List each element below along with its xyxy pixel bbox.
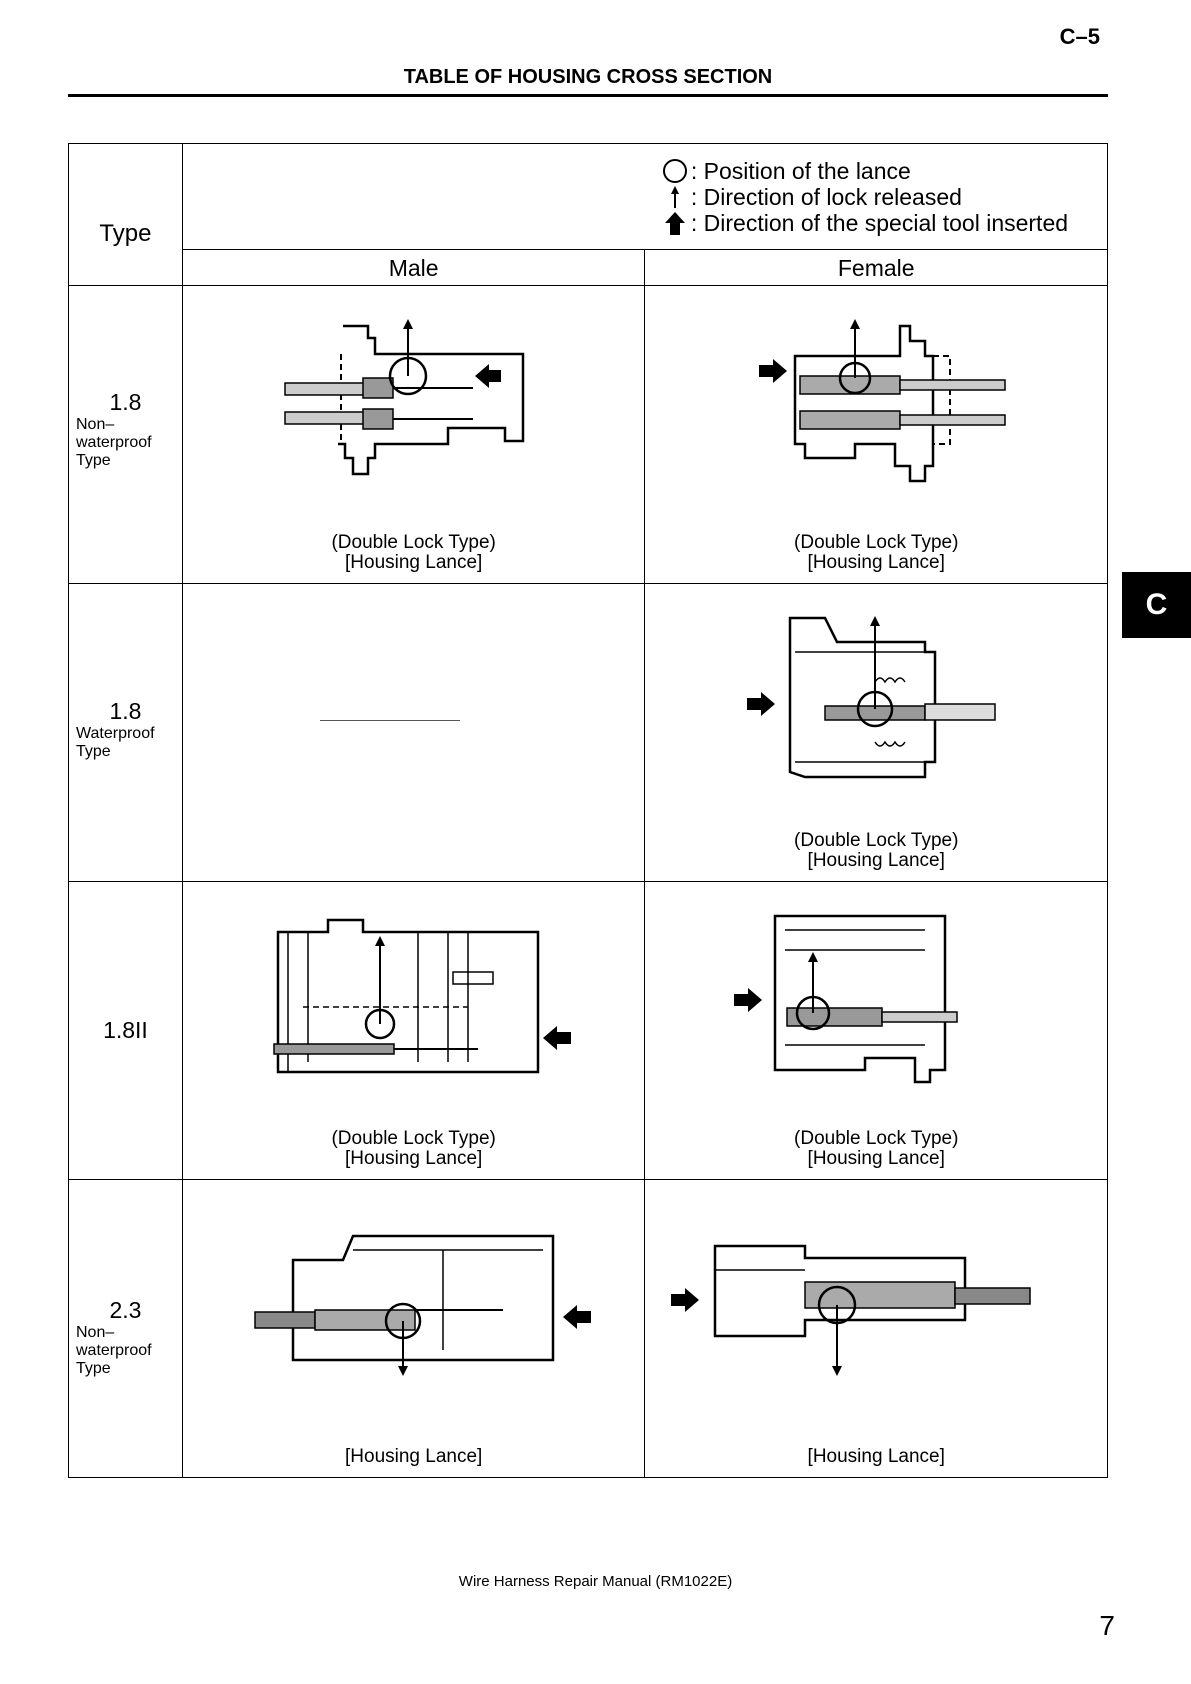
caption-line: [Housing Lance]: [807, 1148, 945, 1169]
type-desc-line: Waterproof: [76, 725, 155, 742]
housing-cross-section-table: Type : Position of the lance : Direction…: [68, 143, 1109, 1478]
title-rule: [68, 94, 1108, 97]
type-header-cell: Type: [68, 143, 183, 286]
type-number: 1.8: [109, 698, 142, 724]
type-description: Non– waterproof Type: [69, 416, 182, 470]
circle-icon: [659, 158, 691, 184]
table-row: 1.8 Non– waterproof Type: [68, 285, 1108, 584]
male-connector-diagram: [254, 1234, 591, 1376]
caption-line: [Housing Lance]: [345, 1446, 483, 1467]
type-number: 1.8: [109, 389, 142, 415]
legend-item-lock-released: : Direction of lock released: [659, 184, 1068, 210]
male-header: Male: [388, 255, 439, 281]
page-title: TABLE OF HOUSING CROSS SECTION: [403, 66, 773, 88]
caption-line: [Housing Lance]: [807, 552, 945, 573]
table-row: 1.8II (Double Lock Type) [Housing Lance]: [68, 881, 1108, 1180]
male-connector-diagram: [273, 918, 571, 1074]
male-connector-diagram: [284, 319, 525, 476]
caption-line: (Double Lock Type): [794, 1128, 959, 1149]
diagram-caption: (Double Lock Type) [Housing Lance]: [183, 533, 645, 573]
type-number: 1.8II: [103, 1017, 148, 1043]
male-cell: [Housing Lance]: [181, 1179, 646, 1478]
female-connector-diagram: [671, 1244, 1032, 1376]
diagram-caption: (Double Lock Type) [Housing Lance]: [645, 831, 1107, 871]
type-desc-line: Non–: [76, 1324, 115, 1341]
table-row: 2.3 Non– waterproof Type [Housing Lance]: [68, 1179, 1108, 1478]
type-desc-line: Non–: [76, 416, 115, 433]
female-cell: (Double Lock Type) [Housing Lance]: [644, 881, 1108, 1180]
female-cell: (Double Lock Type) [Housing Lance]: [644, 583, 1108, 882]
caption-line: (Double Lock Type): [794, 830, 959, 851]
thin-arrow-up-icon: [659, 184, 691, 210]
type-desc-line: Type: [76, 743, 111, 760]
footer-manual-title: Wire Harness Repair Manual (RM1022E): [458, 1573, 733, 1590]
type-desc-line: waterproof: [76, 1342, 152, 1359]
page-number: 7: [1099, 1610, 1115, 1641]
type-desc-line: Type: [76, 1360, 111, 1377]
diagram-caption: (Double Lock Type) [Housing Lance]: [183, 1129, 645, 1169]
type-number: 2.3: [109, 1297, 142, 1323]
type-cell: 2.3 Non– waterproof Type: [68, 1179, 183, 1478]
diagram-caption: (Double Lock Type) [Housing Lance]: [645, 1129, 1107, 1169]
type-cell: 1.8 Waterproof Type: [68, 583, 183, 882]
type-cell: 1.8 Non– waterproof Type: [68, 285, 183, 584]
legend-text: : Position of the lance: [690, 158, 911, 184]
diagram-caption: (Double Lock Type) [Housing Lance]: [645, 533, 1107, 573]
male-cell: (Double Lock Type) [Housing Lance]: [181, 285, 646, 584]
legend-item-lance-position: : Position of the lance: [659, 158, 1068, 184]
female-cell: (Double Lock Type) [Housing Lance]: [644, 285, 1108, 584]
legend-cell: : Position of the lance : Direction of l…: [181, 143, 1109, 250]
diagram-caption: [Housing Lance]: [645, 1447, 1107, 1467]
type-description: Waterproof Type: [69, 725, 182, 761]
legend-text: : Direction of the special tool inserted: [690, 210, 1069, 236]
female-connector-diagram: [747, 616, 997, 779]
male-cell-empty: [181, 583, 646, 882]
caption-line: (Double Lock Type): [794, 532, 959, 553]
caption-line: [Housing Lance]: [345, 552, 483, 573]
table-row: 1.8 Waterproof Type (Double Lock: [68, 583, 1108, 882]
not-applicable-dash: [319, 720, 460, 721]
diagram-caption: [Housing Lance]: [183, 1447, 645, 1467]
type-cell: 1.8II: [68, 881, 183, 1180]
legend: : Position of the lance : Direction of l…: [659, 158, 1068, 236]
section-tab-marker: C: [1122, 572, 1191, 638]
caption-line: (Double Lock Type): [331, 1128, 496, 1149]
female-connector-diagram: [734, 914, 959, 1084]
female-header-cell: Female: [644, 249, 1108, 286]
bold-arrow-up-icon: [659, 210, 691, 236]
caption-line: (Double Lock Type): [331, 532, 496, 553]
type-desc-line: waterproof: [76, 434, 152, 451]
male-header-cell: Male: [181, 249, 646, 286]
female-cell: [Housing Lance]: [644, 1179, 1108, 1478]
caption-line: [Housing Lance]: [345, 1148, 483, 1169]
legend-item-special-tool: : Direction of the special tool inserted: [659, 210, 1068, 236]
type-header: Type: [99, 220, 152, 247]
page-code: C–5: [1059, 24, 1100, 49]
type-description: Non– waterproof Type: [69, 1324, 182, 1378]
female-header: Female: [837, 255, 915, 281]
female-connector-diagram: [759, 319, 1007, 483]
caption-line: [Housing Lance]: [807, 1446, 945, 1467]
legend-text: : Direction of lock released: [690, 184, 962, 210]
male-cell: (Double Lock Type) [Housing Lance]: [181, 881, 646, 1180]
type-desc-line: Type: [76, 452, 111, 469]
caption-line: [Housing Lance]: [807, 850, 945, 871]
